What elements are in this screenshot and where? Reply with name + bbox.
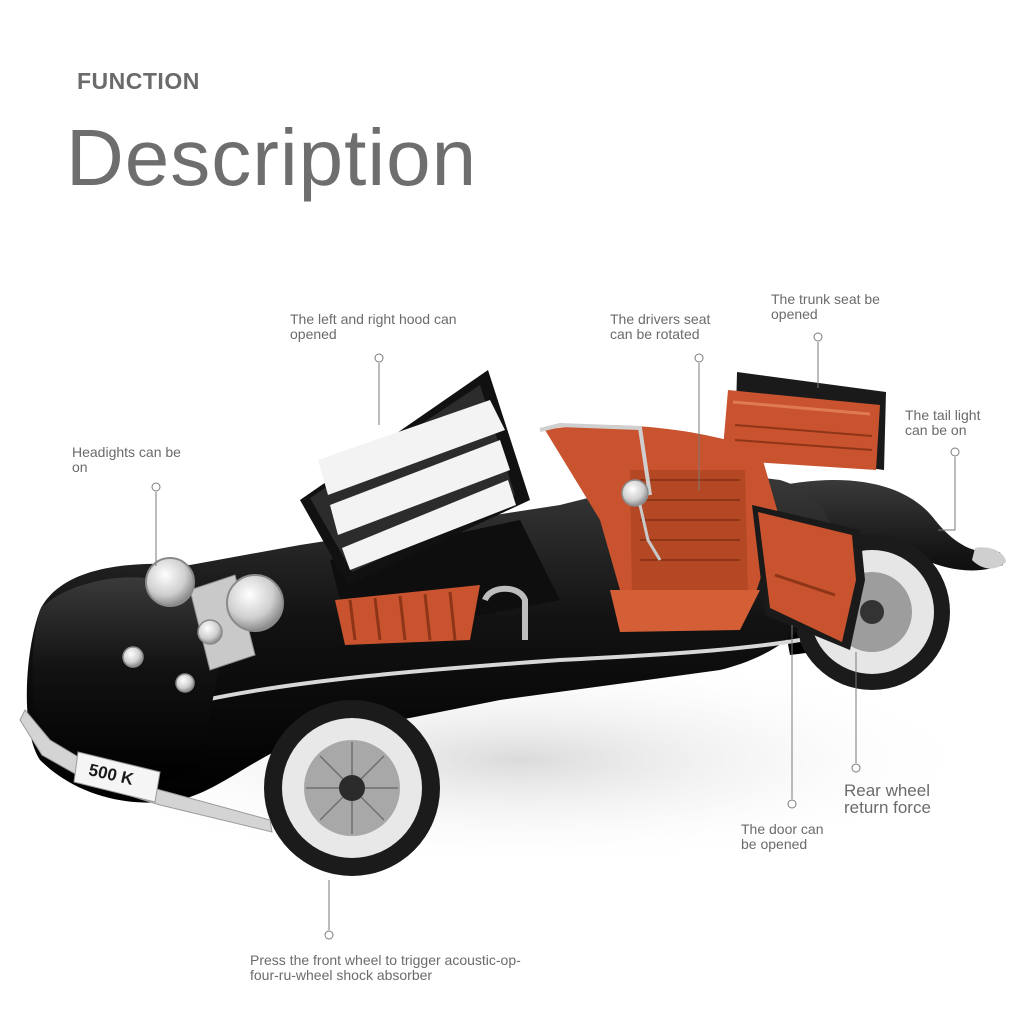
section-kicker: FUNCTION [77,68,200,94]
callout-door: The door can be opened [741,821,824,852]
side-trim [204,638,801,702]
spot-lamp [621,479,662,561]
callout-tail-light: The tail light can be on [905,407,981,438]
callout-front-wheel: Press the front wheel to trigger acousti… [250,952,521,983]
callout-headlights: Headights can be on [72,444,181,475]
front-fender [32,577,220,780]
front-wheel [264,700,440,876]
windshield-frame [539,422,652,496]
page-title: Description [66,113,478,202]
leader-lines [151,332,960,940]
callout-hood: The left and right hood can opened [290,311,457,342]
callout-drivers-seat: The drivers seat can be rotated [610,311,711,342]
opened-door [752,505,865,650]
trunk-seat [722,372,886,470]
tail-light [972,547,1006,569]
opened-hood [300,370,530,585]
headlights [122,557,284,693]
license-plate: 500 K [73,751,161,803]
callout-rear-wheel: Rear wheel return force [844,781,931,817]
interior [545,425,780,632]
callout-trunk-seat: The trunk seat be opened [771,291,880,322]
